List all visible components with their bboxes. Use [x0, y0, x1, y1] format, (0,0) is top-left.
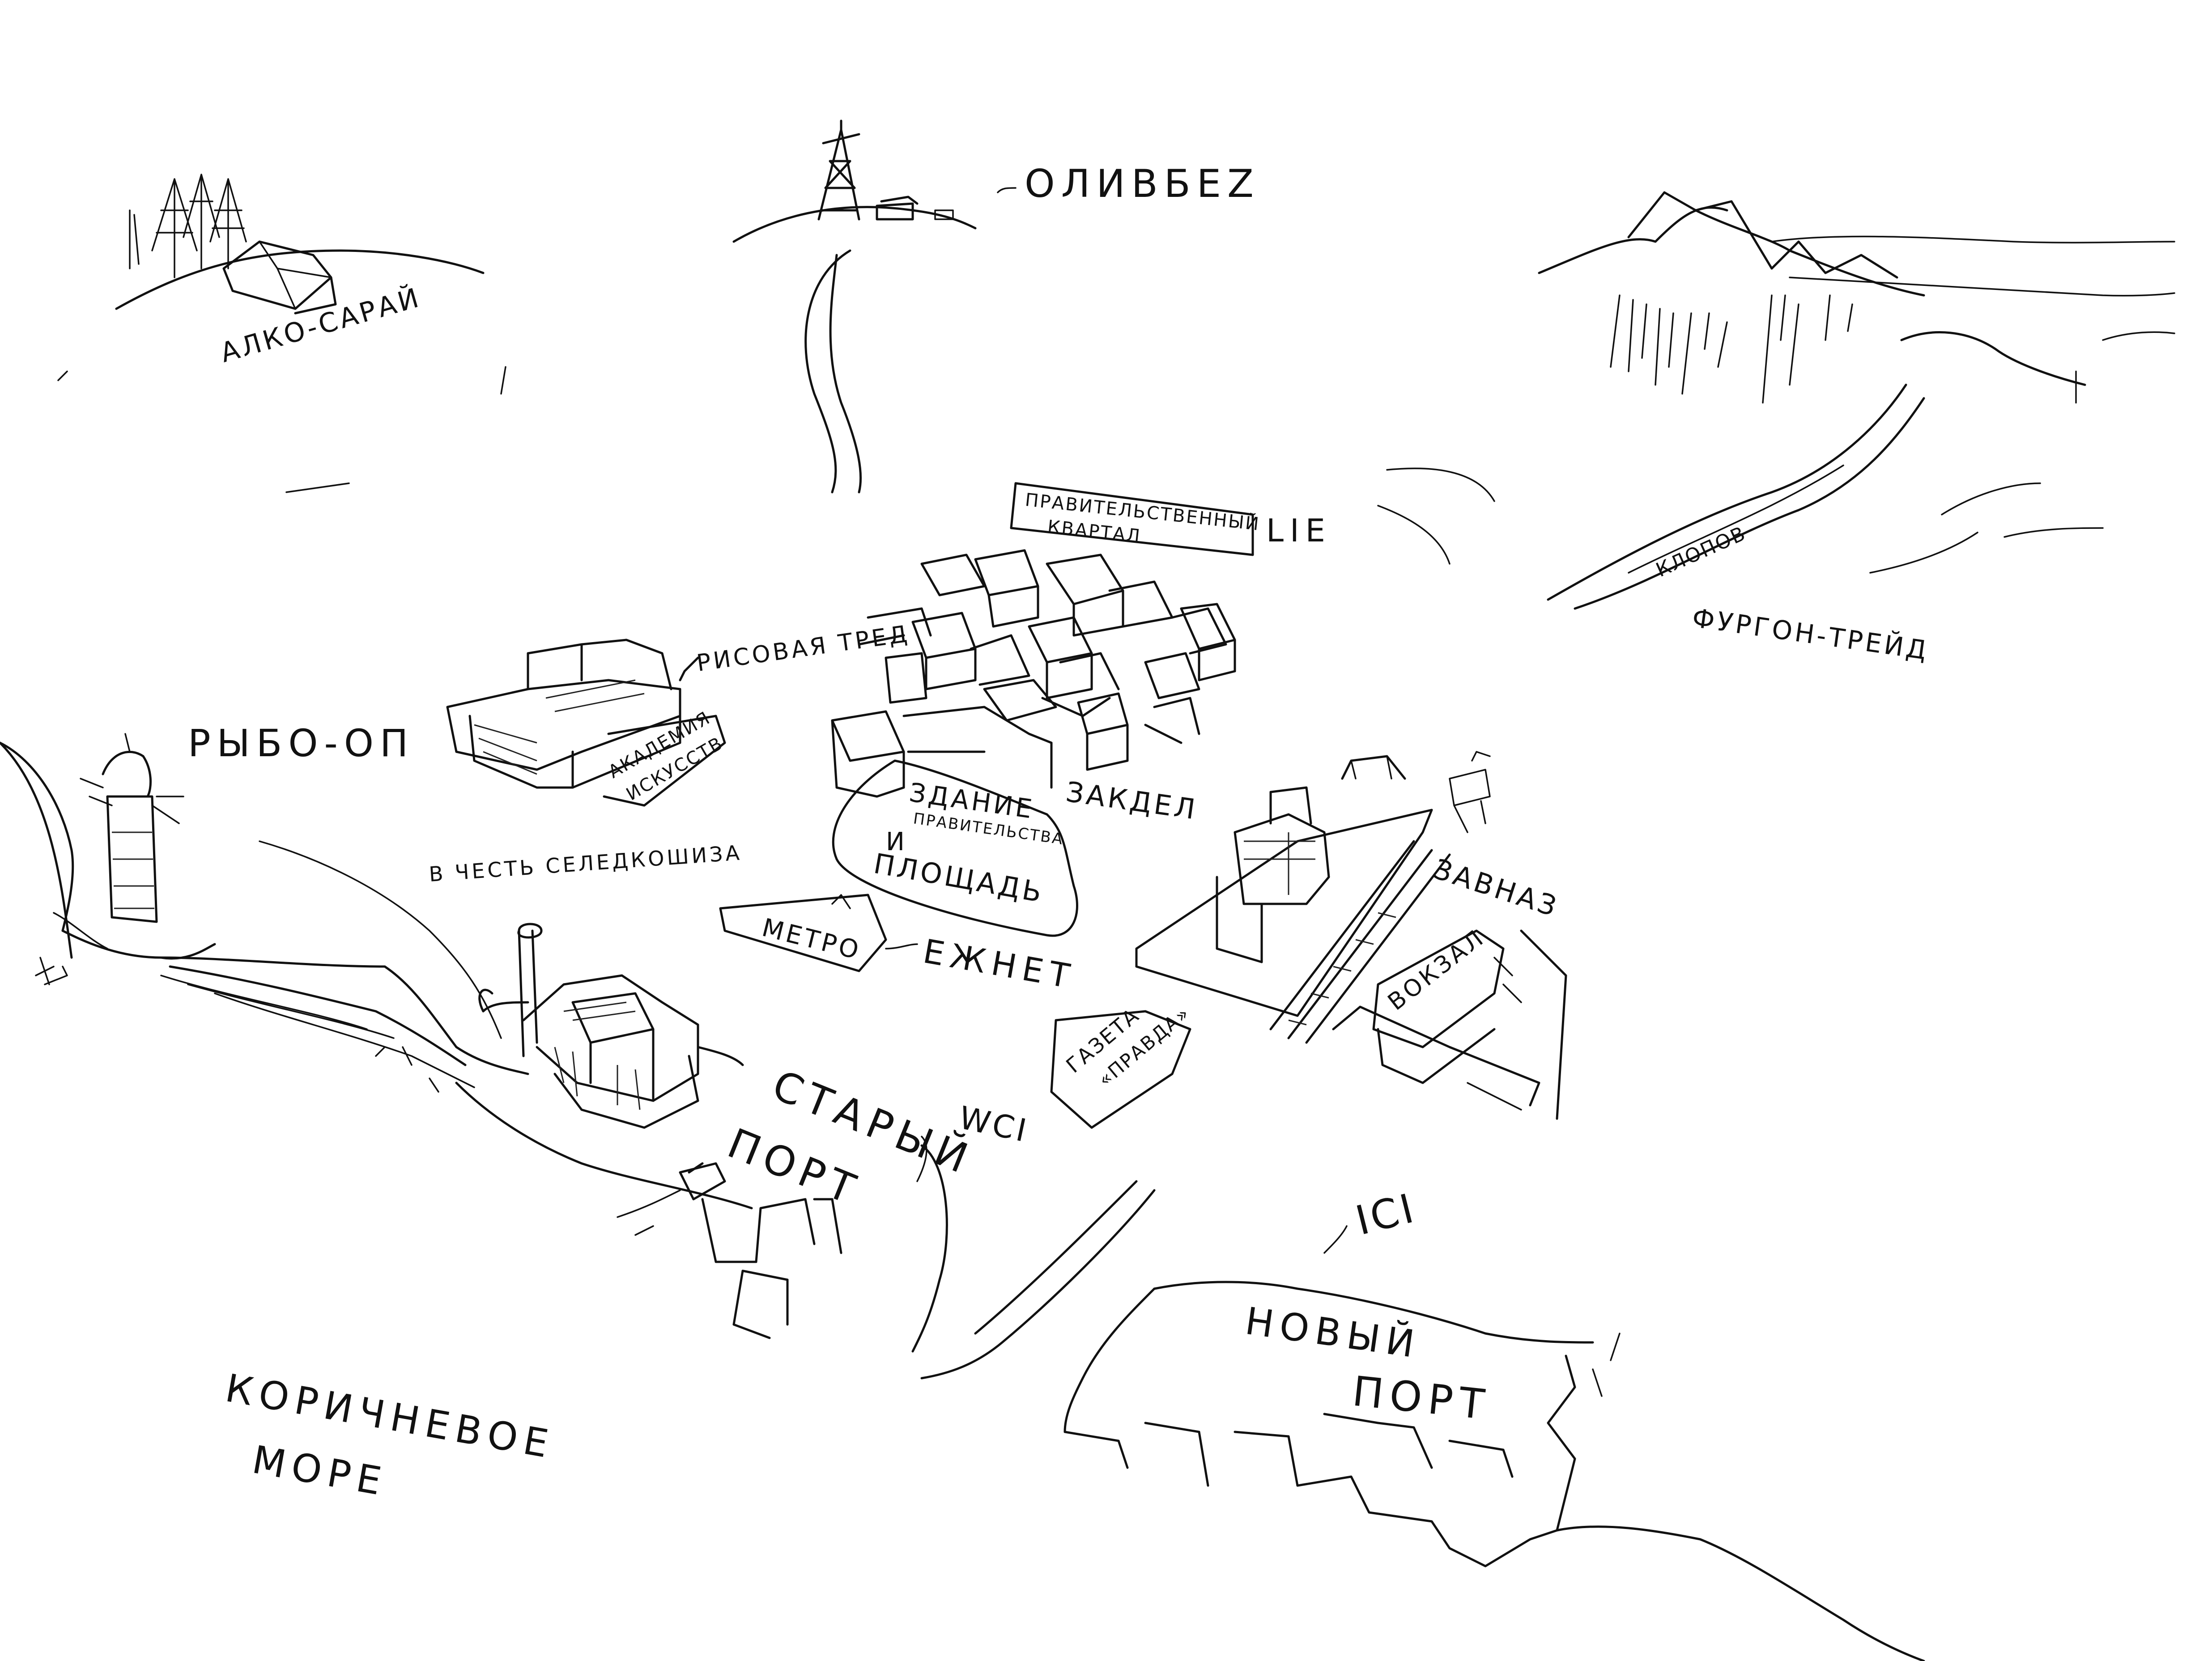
- alko-sarai-hill: АЛКО-САРАЙ: [57, 174, 506, 493]
- wc-new-label: ICI: [1351, 1184, 1421, 1244]
- ezhnet-label: ЕЖНЕТ: [920, 932, 1079, 997]
- mountain-range: КЛОПОВ ФУРГОН-ТРЕЙД: [1377, 191, 2175, 666]
- ryboop-label: РЫБО-ОП: [188, 721, 414, 765]
- new-port: НОВЫЙ ПОРТ ICI: [920, 1180, 1925, 1661]
- art-academy-complex: АКАДЕМИЯ ИСКУССТВ РИСОВАЯ ТРЕД: [446, 621, 911, 807]
- road-label: КЛОПОВ: [1653, 522, 1750, 582]
- government-building-square: ЗДАНИЕ ПРАВИТЕЛЬСТВА И ПЛОЩАДЬ ЗАКДЕЛ: [832, 759, 1200, 937]
- van-trade-label: ФУРГОН-ТРЕЙД: [1690, 602, 1931, 666]
- gazeta-building: ГАЗЕТА «ПРАВДА»: [1050, 1002, 1194, 1129]
- olivbez-hill: ОЛИВБЕZ: [732, 119, 1260, 494]
- sea-label-2: МОРЕ: [249, 1437, 391, 1505]
- new-port-label-2: ПОРТ: [1350, 1367, 1493, 1429]
- lighthouse: РЫБО-ОП: [0, 721, 414, 985]
- railway-station: ВОКЗАЛ ЗАВНАЗ: [1135, 751, 1567, 1120]
- coastline: [0, 741, 753, 1210]
- herring-label: В ЧЕСТЬ СЕЛЕДКОШИЗА: [428, 840, 743, 886]
- gov-quarter-label-2: КВАРТАЛ: [1046, 516, 1142, 547]
- zakdel-label: ЗАКДЕЛ: [1064, 775, 1200, 826]
- rice-trade-label: РИСОВАЯ ТРЕД: [695, 621, 911, 677]
- sea: КОРИЧНЕВОЕ МОРЕ: [222, 1366, 557, 1505]
- metro-station: МЕТРО ЕЖНЕТ: [719, 894, 1079, 997]
- gov-quarter-suffix: LIE: [1266, 512, 1331, 549]
- vokzal-label: ВОКЗАЛ: [1383, 924, 1490, 1016]
- olivbez-label: ОЛИВБЕZ: [1025, 162, 1260, 206]
- gov-building-label-3: И: [886, 827, 907, 856]
- gov-building-label-4: ПЛОЩАДЬ: [871, 847, 1046, 909]
- zavnaz-label: ЗАВНАЗ: [1429, 852, 1563, 924]
- old-port: СТАРЫЙ ПОРТ WCI В ЧЕСТЬ СЕЛЕДКОШИЗА: [428, 840, 1032, 1353]
